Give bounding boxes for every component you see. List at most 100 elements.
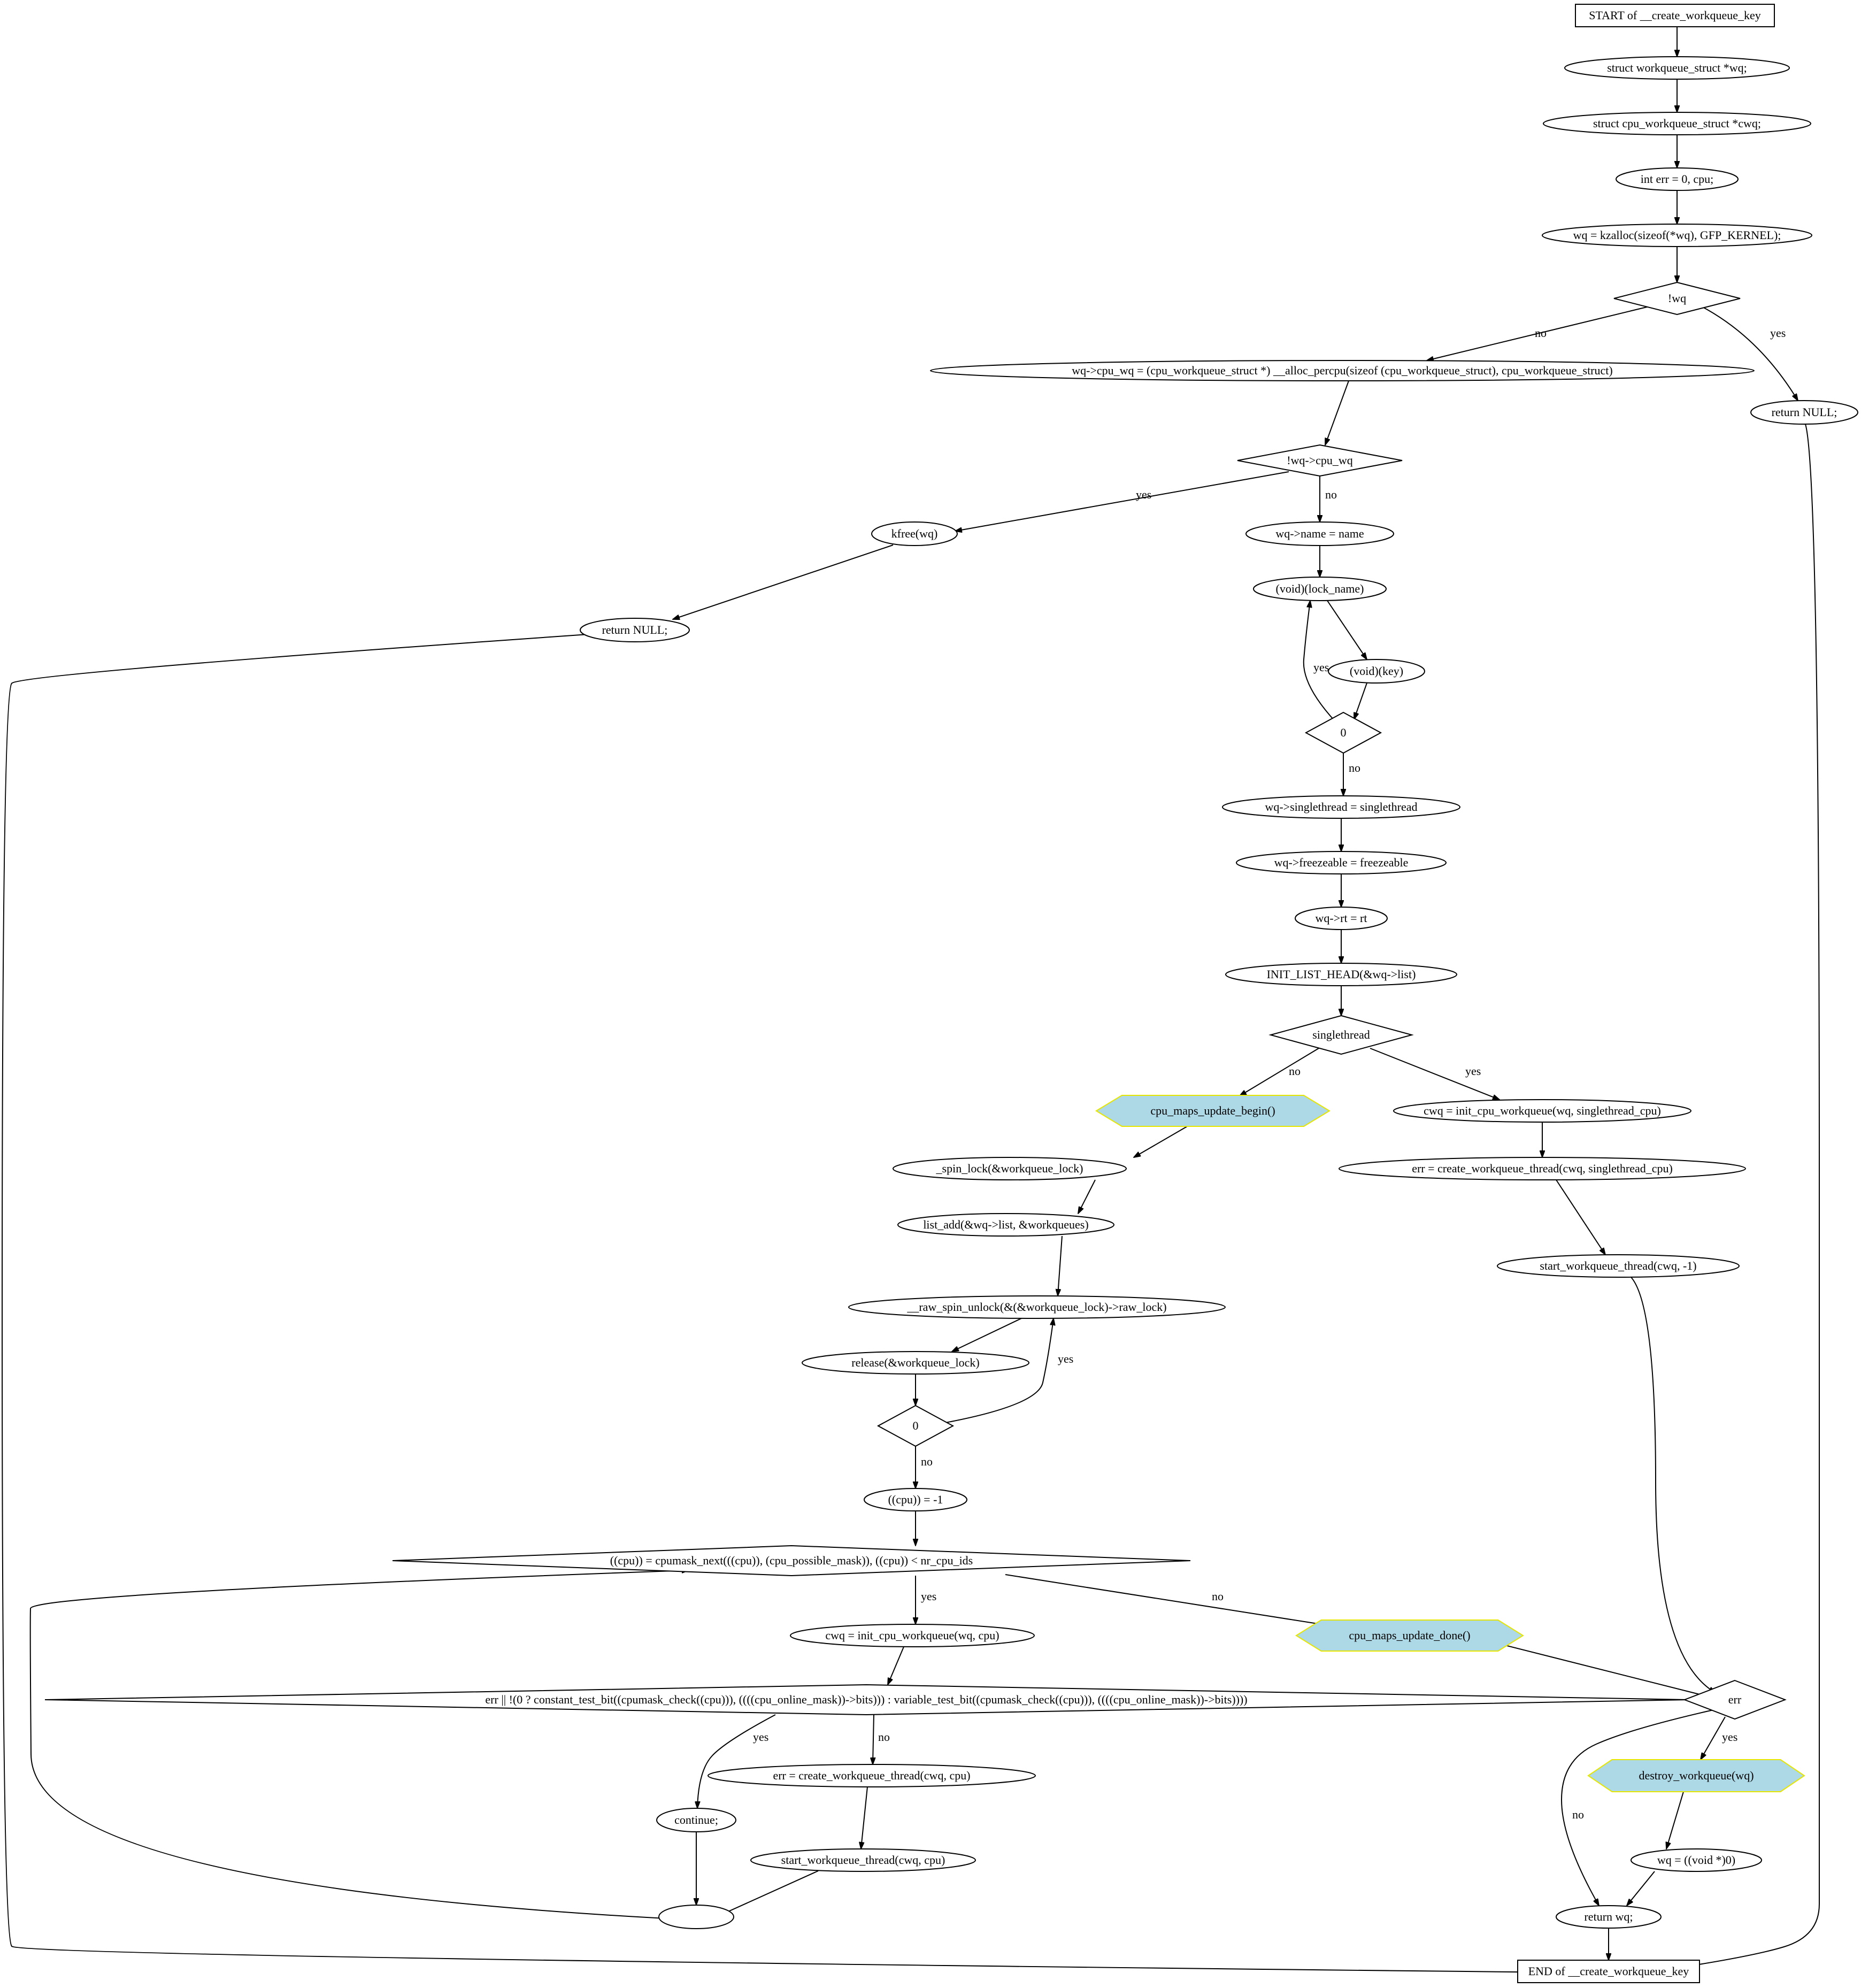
flow-node-n19: list_add(&wq->list, &workqueues) (897, 1213, 1114, 1237)
node-label: INIT_LIST_HEAD(&wq->list) (1267, 968, 1416, 981)
flow-node-n1: struct workqueue_struct *wq; (1564, 56, 1790, 80)
flow-edge-n9-end (1, 634, 1563, 1972)
flow-edge-n10-n11 (1327, 600, 1367, 659)
node-shape-ellipse (656, 1808, 736, 1832)
node-shape-ellipse (1543, 112, 1811, 135)
flow-edge-h3-n28 (1666, 1791, 1684, 1849)
flow-edge-d5-n21 (933, 1318, 1053, 1425)
flow-edge-d7-n25 (873, 1714, 874, 1764)
node-label: wq->rt = rt (1316, 911, 1367, 925)
node-shape-ellipse (848, 1295, 1226, 1319)
node-label: struct cpu_workqueue_struct *cwq; (1593, 117, 1761, 130)
node-shape-hexagon (1095, 1095, 1331, 1127)
node-shape-ellipse (1556, 1905, 1662, 1929)
flow-node-n15: INIT_LIST_HEAD(&wq->list) (1225, 963, 1457, 986)
flow-node-n29 (658, 1905, 734, 1929)
edge-label-yes: yes (921, 1590, 936, 1603)
node-label: _spin_lock(&workqueue_lock) (936, 1162, 1083, 1175)
flow-node-d1: !wq (1613, 281, 1741, 316)
node-label: struct workqueue_struct *wq; (1607, 61, 1747, 74)
node-shape-ellipse (708, 1764, 1036, 1787)
node-label: singlethread (1312, 1028, 1370, 1041)
flow-node-n26: continue; (656, 1808, 736, 1832)
edge-label-yes: yes (1058, 1352, 1073, 1365)
flow-edge-d6-h2 (1005, 1574, 1352, 1629)
flow-node-n25: err = create_workqueue_thread(cwq, cpu) (708, 1764, 1036, 1787)
node-shape-ellipse (864, 1488, 967, 1511)
flow-edge-n18-n20 (1556, 1179, 1605, 1255)
node-label: ((cpu)) = cpumask_next(((cpu)), (cpu_pos… (610, 1554, 973, 1567)
edge-label-yes: yes (1136, 488, 1151, 501)
node-shape-ellipse (802, 1351, 1029, 1375)
flow-node-n22: release(&workqueue_lock) (802, 1351, 1029, 1375)
node-label: cpu_maps_update_done() (1349, 1629, 1470, 1642)
edge-label-no: no (1289, 1064, 1301, 1078)
node-label: err || !(0 ? constant_test_bit((cpumask_… (485, 1693, 1247, 1706)
node-label: cpu_maps_update_begin() (1150, 1104, 1275, 1117)
node-label: continue; (674, 1813, 718, 1826)
flow-node-end: END of __create_workqueue_key (1517, 1960, 1700, 1983)
node-label: wq->name = name (1275, 527, 1364, 540)
node-shape-ellipse (1225, 963, 1457, 986)
flow-node-n17: _spin_lock(&workqueue_lock) (893, 1157, 1127, 1180)
node-shape-ellipse (658, 1905, 734, 1929)
flow-node-n6: return NULL; (1750, 400, 1858, 425)
node-label: return wq; (1584, 1910, 1633, 1923)
flow-node-d8: err (1683, 1679, 1787, 1720)
flow-edge-d7-n26 (697, 1714, 776, 1808)
node-shape-diamond (1304, 711, 1382, 754)
edge-label-no: no (921, 1455, 933, 1468)
flow-node-n8: wq->name = name (1245, 521, 1394, 546)
flow-node-n30: return wq; (1556, 1905, 1662, 1929)
node-shape-ellipse (897, 1213, 1114, 1237)
flow-node-n21: __raw_spin_unlock(&(&workqueue_lock)->ra… (848, 1295, 1226, 1319)
flow-node-d2: !wq->cpu_wq (1237, 444, 1403, 477)
node-label: kfree(wq) (891, 527, 938, 540)
flow-edge-n5-d2 (1325, 380, 1349, 445)
flow-edge-n25-n27 (861, 1786, 868, 1849)
flow-node-n2: struct cpu_workqueue_struct *cwq; (1543, 112, 1811, 135)
node-label: cwq = init_cpu_workqueue(wq, singlethrea… (1424, 1104, 1661, 1117)
node-shape-ellipse (1564, 56, 1790, 80)
node-shape-ellipse (1631, 1848, 1762, 1872)
node-label: return NULL; (602, 623, 668, 636)
edge-label-no: no (1212, 1590, 1224, 1603)
flow-edge-n29-d6 (29, 1570, 689, 1920)
flow-node-h2: cpu_maps_update_done() (1295, 1619, 1524, 1652)
node-shape-ellipse (1339, 1157, 1746, 1180)
node-label: wq = ((void *)0) (1657, 1853, 1735, 1867)
edge-label-no: no (878, 1730, 890, 1744)
flow-node-n9: return NULL; (580, 618, 690, 642)
node-label: err (1728, 1693, 1742, 1706)
node-label: err = create_workqueue_thread(cwq, singl… (1412, 1162, 1673, 1175)
node-label: !wq (1668, 291, 1686, 305)
node-label: wq->cpu_wq = (cpu_workqueue_struct *) __… (1072, 364, 1612, 377)
flow-edge-n27-n29 (719, 1870, 819, 1916)
node-shape-ellipse (1542, 224, 1812, 247)
node-label: err = create_workqueue_thread(cwq, cpu) (773, 1769, 970, 1782)
flow-edge-n11-d3 (1354, 682, 1367, 719)
node-shape-ellipse (1295, 907, 1388, 930)
flow-edge-n28-n30 (1627, 1871, 1655, 1906)
flow-node-n13: wq->freezeable = freezeable (1236, 851, 1447, 874)
flow-node-n12: wq->singlethread = singlethread (1222, 795, 1460, 819)
flow-node-d5: 0 (876, 1404, 955, 1447)
flow-node-n20: start_workqueue_thread(cwq, -1) (1497, 1254, 1740, 1278)
flow-edge-n17-n19 (1078, 1179, 1096, 1214)
flow-edge-n21-n22 (952, 1318, 1022, 1352)
flow-edge-n6-end (1654, 424, 1820, 1971)
node-shape-diamond (876, 1404, 955, 1447)
node-label: (void)(lock_name) (1276, 582, 1364, 595)
flow-node-n27: start_workqueue_thread(cwq, cpu) (750, 1848, 976, 1872)
node-label: start_workqueue_thread(cwq, cpu) (781, 1853, 945, 1867)
flow-node-d7: err || !(0 ? constant_test_bit((cpumask_… (44, 1684, 1688, 1716)
node-label: wq->freezeable = freezeable (1274, 856, 1409, 869)
flow-node-d3: 0 (1304, 711, 1382, 754)
node-shape-ellipse (930, 360, 1755, 381)
node-shape-diamond (392, 1545, 1191, 1577)
edge-label-no: no (1349, 761, 1360, 774)
flow-node-start: START of __create_workqueue_key (1575, 4, 1775, 27)
node-shape-ellipse (1497, 1254, 1740, 1278)
node-shape-hexagon (1587, 1759, 1805, 1792)
